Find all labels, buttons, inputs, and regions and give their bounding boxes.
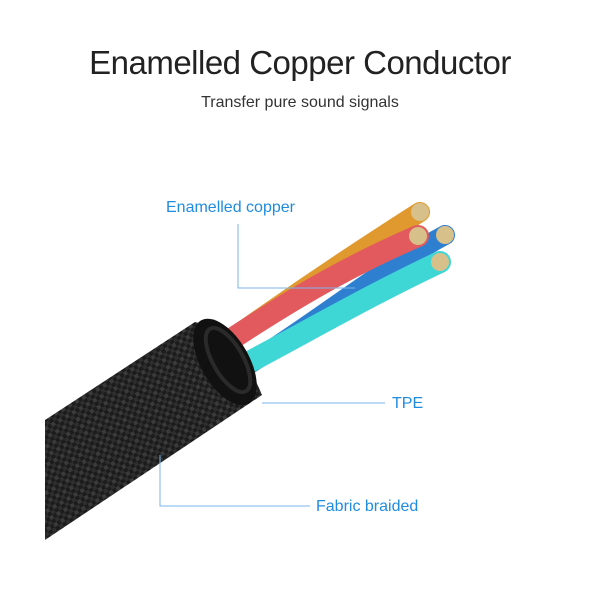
label-fabric-braided: Fabric braided xyxy=(316,498,419,515)
wire-red xyxy=(204,225,429,361)
page-title: Enamelled Copper Conductor xyxy=(89,44,511,81)
fabric-braided-jacket xyxy=(45,318,262,540)
label-enamelled-copper: Enamelled copper xyxy=(166,199,295,216)
callout-line-fabric xyxy=(159,455,310,507)
wires xyxy=(204,202,455,386)
label-tpe: TPE xyxy=(392,395,424,412)
page-subtitle: Transfer pure sound signals xyxy=(201,94,399,111)
wire-cyan xyxy=(214,251,451,386)
callout-line-enamelled xyxy=(237,224,355,289)
